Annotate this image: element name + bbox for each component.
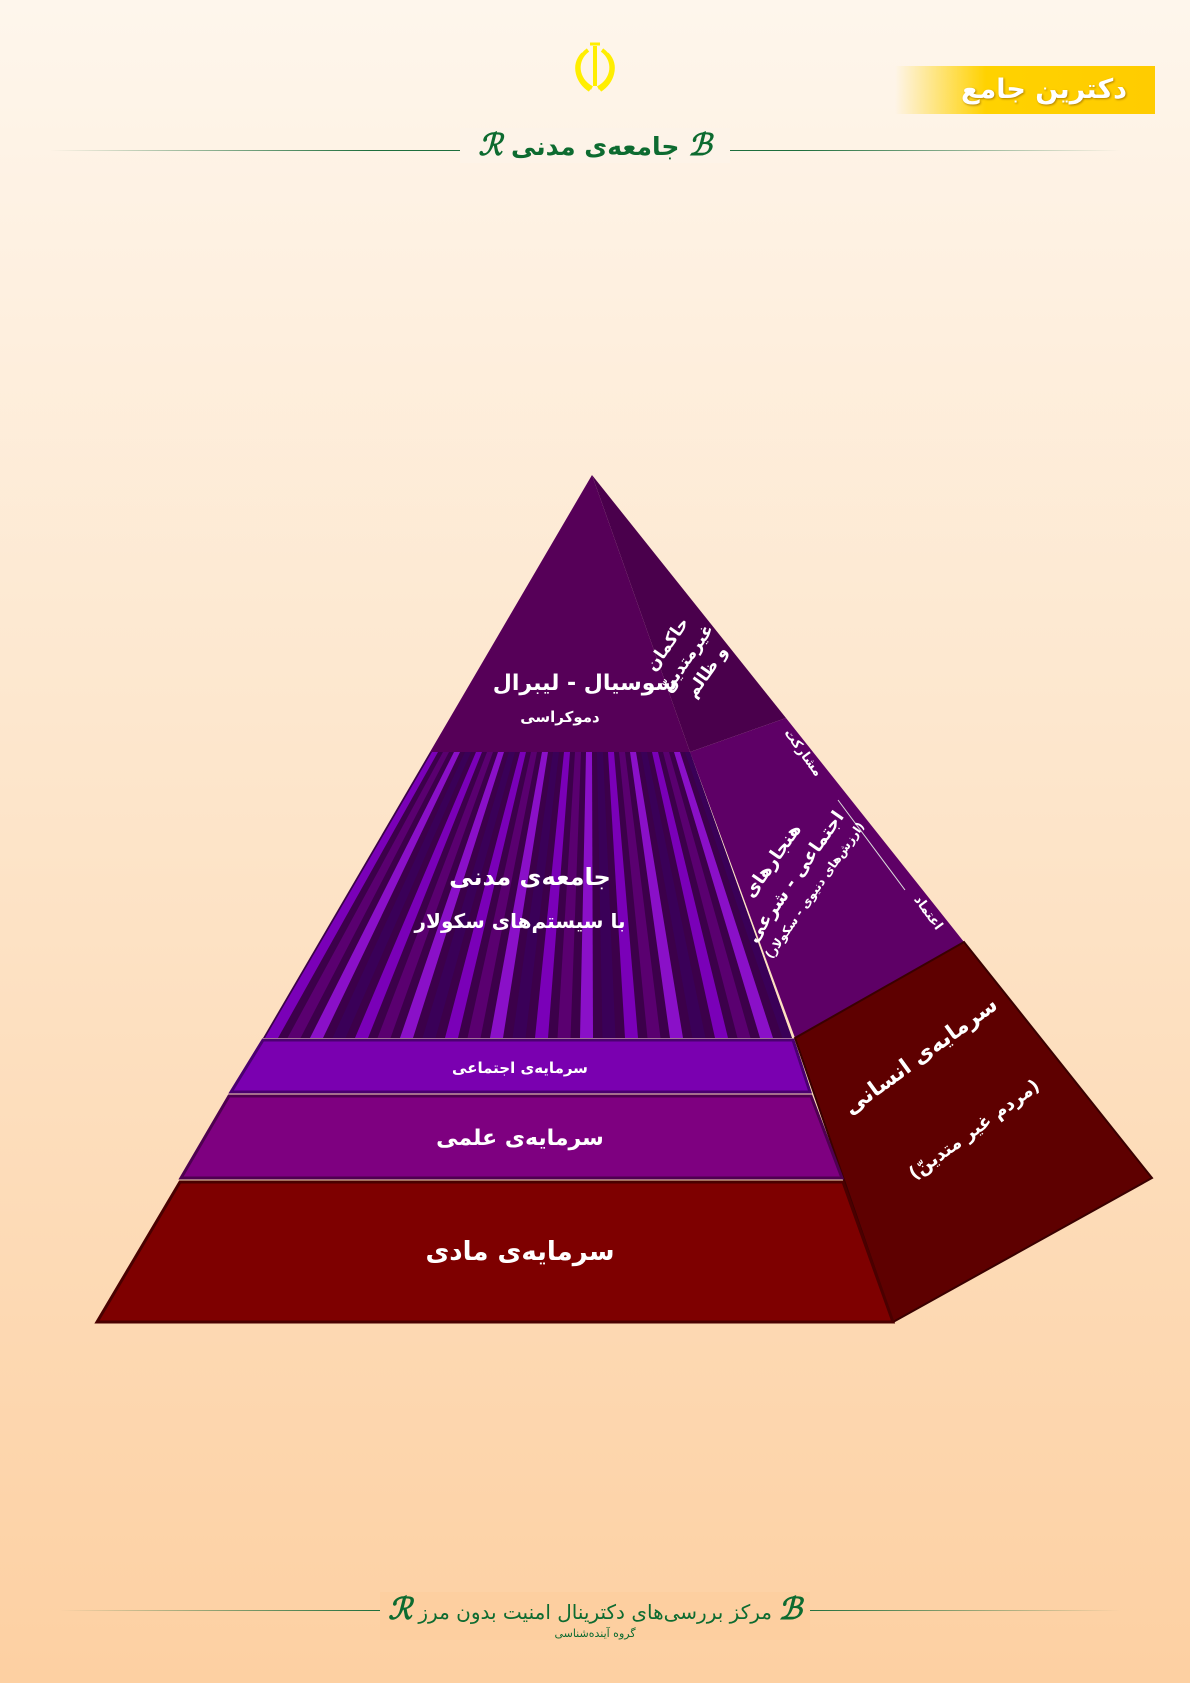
top-front-line1: سوسیال - لیبرال: [493, 671, 677, 696]
footer-group: گروه آینده‌شناسی: [554, 1627, 636, 1640]
stripe: [422, 752, 515, 1038]
ornament-icon: ℬ: [778, 1592, 802, 1627]
band-social-label: سرمایه‌ی اجتماعی: [452, 1059, 588, 1077]
band-material: [94, 1180, 896, 1324]
ornament-icon: ℛ: [478, 128, 503, 163]
emblem-icon: [575, 42, 615, 92]
stripe: [490, 752, 548, 1038]
band-scientific-label: سرمایه‌ی علمی: [436, 1126, 604, 1151]
doctrine-badge: دکترین جامع: [895, 66, 1155, 114]
band-material-label: سرمایه‌ی مادی: [425, 1237, 614, 1267]
stripe: [535, 752, 570, 1038]
stripe: [512, 752, 559, 1038]
middle-front-line2: با سیستم‌های سکولار: [414, 909, 626, 933]
stripe: [467, 752, 537, 1038]
stripe: [287, 752, 449, 1038]
stripe: [619, 752, 661, 1038]
stripe: [652, 752, 728, 1038]
stripe: [597, 752, 616, 1038]
side-top-face: [592, 475, 786, 752]
stripe: [355, 752, 482, 1038]
stripe: [265, 752, 438, 1038]
stripe: [608, 752, 638, 1038]
ornament-icon: ℬ: [688, 128, 712, 163]
side-middle-face: [690, 718, 964, 1038]
stripe: [310, 752, 460, 1038]
edge-arrow: [837, 799, 906, 891]
front-middle-face: [263, 752, 792, 1038]
stripe: [580, 752, 593, 1038]
stripe: [663, 752, 751, 1038]
page-title: ℬ جامعه‌ی مدنی ℛ: [460, 128, 730, 163]
stripe: [377, 752, 493, 1038]
footer-org: مرکز بررسی‌های دکترینال امنیت بدون مرز: [418, 1600, 772, 1624]
stripe: [557, 752, 581, 1038]
stripe: [445, 752, 526, 1038]
footer: ℬ مرکز بررسی‌های دکترینال امنیت بدون مرز…: [380, 1592, 810, 1640]
middle-front-line1: جامعه‌ی مدنی: [449, 863, 611, 891]
front-top-face: [430, 475, 690, 752]
band-social: [228, 1038, 813, 1094]
stripe: [674, 752, 773, 1038]
top-front-line2: دموکراسی: [520, 708, 600, 726]
stripe: [400, 752, 504, 1038]
band-scientific: [178, 1094, 845, 1180]
stripe: [630, 752, 683, 1038]
page-title-text: جامعه‌ی مدنی: [510, 132, 680, 161]
stripe: [332, 752, 471, 1038]
stripe: [641, 752, 706, 1038]
ornament-icon: ℛ: [388, 1592, 413, 1627]
